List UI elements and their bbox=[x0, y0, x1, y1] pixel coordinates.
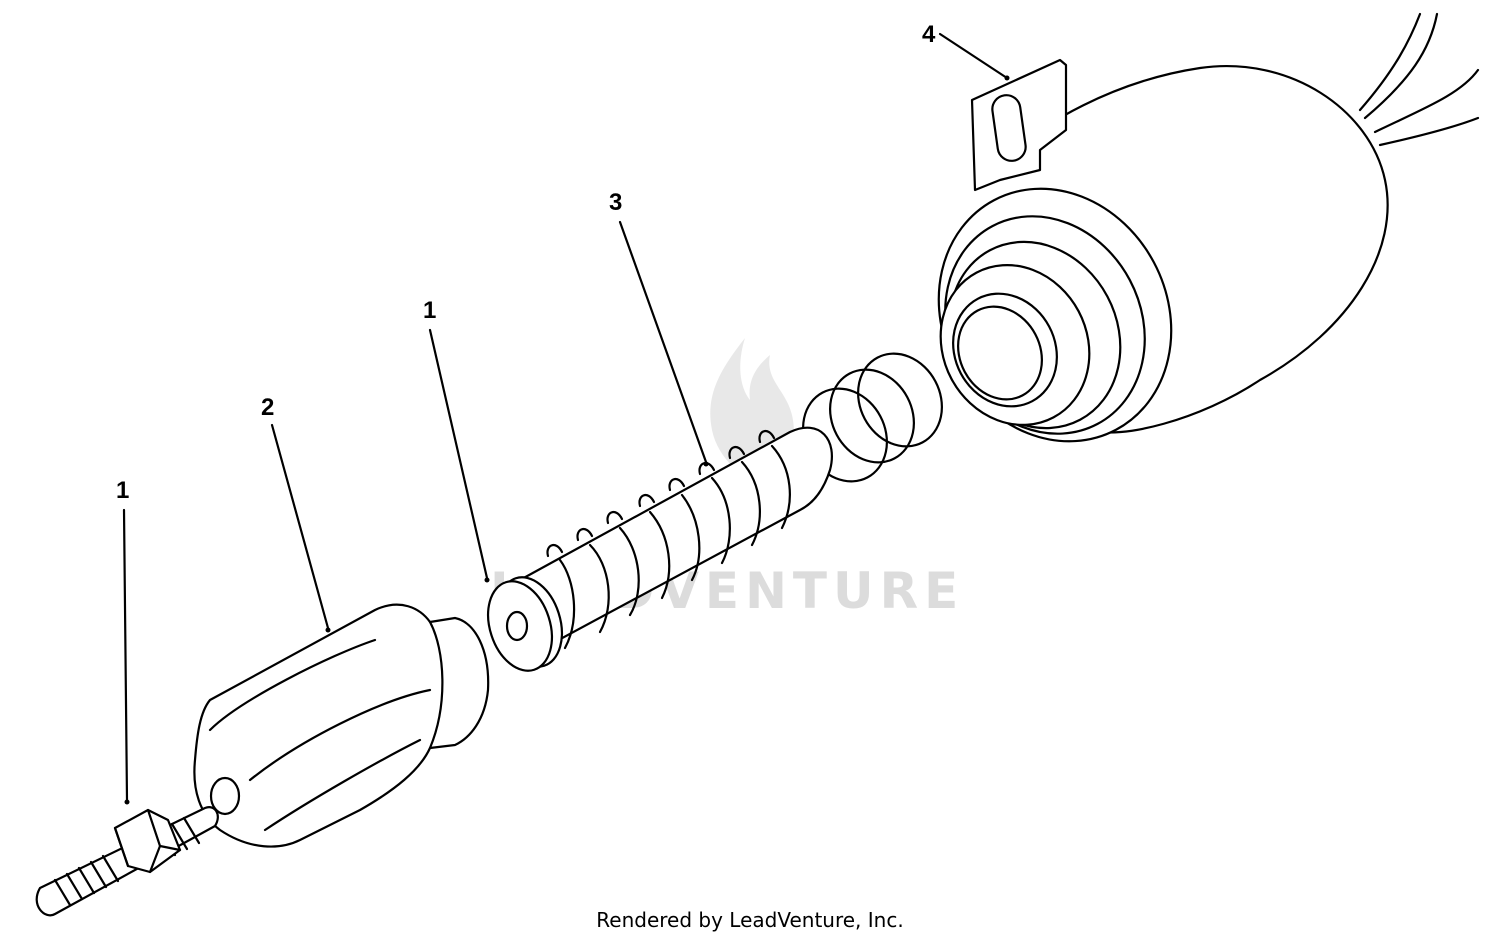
leader-solenoid bbox=[938, 32, 1009, 80]
callout-leaders bbox=[122, 32, 1010, 805]
link-housing bbox=[193, 603, 490, 848]
leader-stud bbox=[122, 508, 129, 802]
plunger-cap bbox=[487, 576, 563, 672]
render-credit: Rendered by LeadVenture, Inc. bbox=[596, 908, 904, 932]
leader-housing bbox=[270, 423, 330, 630]
callout-solenoid: 4 bbox=[922, 21, 936, 48]
callout-spring: 3 bbox=[609, 189, 622, 216]
leader-plunger-cap bbox=[428, 328, 489, 580]
callout-stud: 1 bbox=[116, 477, 129, 504]
callout-plunger-cap: 1 bbox=[423, 297, 436, 324]
leader-spring bbox=[618, 220, 708, 464]
threaded-stud bbox=[35, 806, 219, 917]
solenoid-body bbox=[937, 12, 1480, 443]
mounting-bracket bbox=[970, 58, 1068, 192]
callout-housing: 2 bbox=[261, 394, 274, 421]
